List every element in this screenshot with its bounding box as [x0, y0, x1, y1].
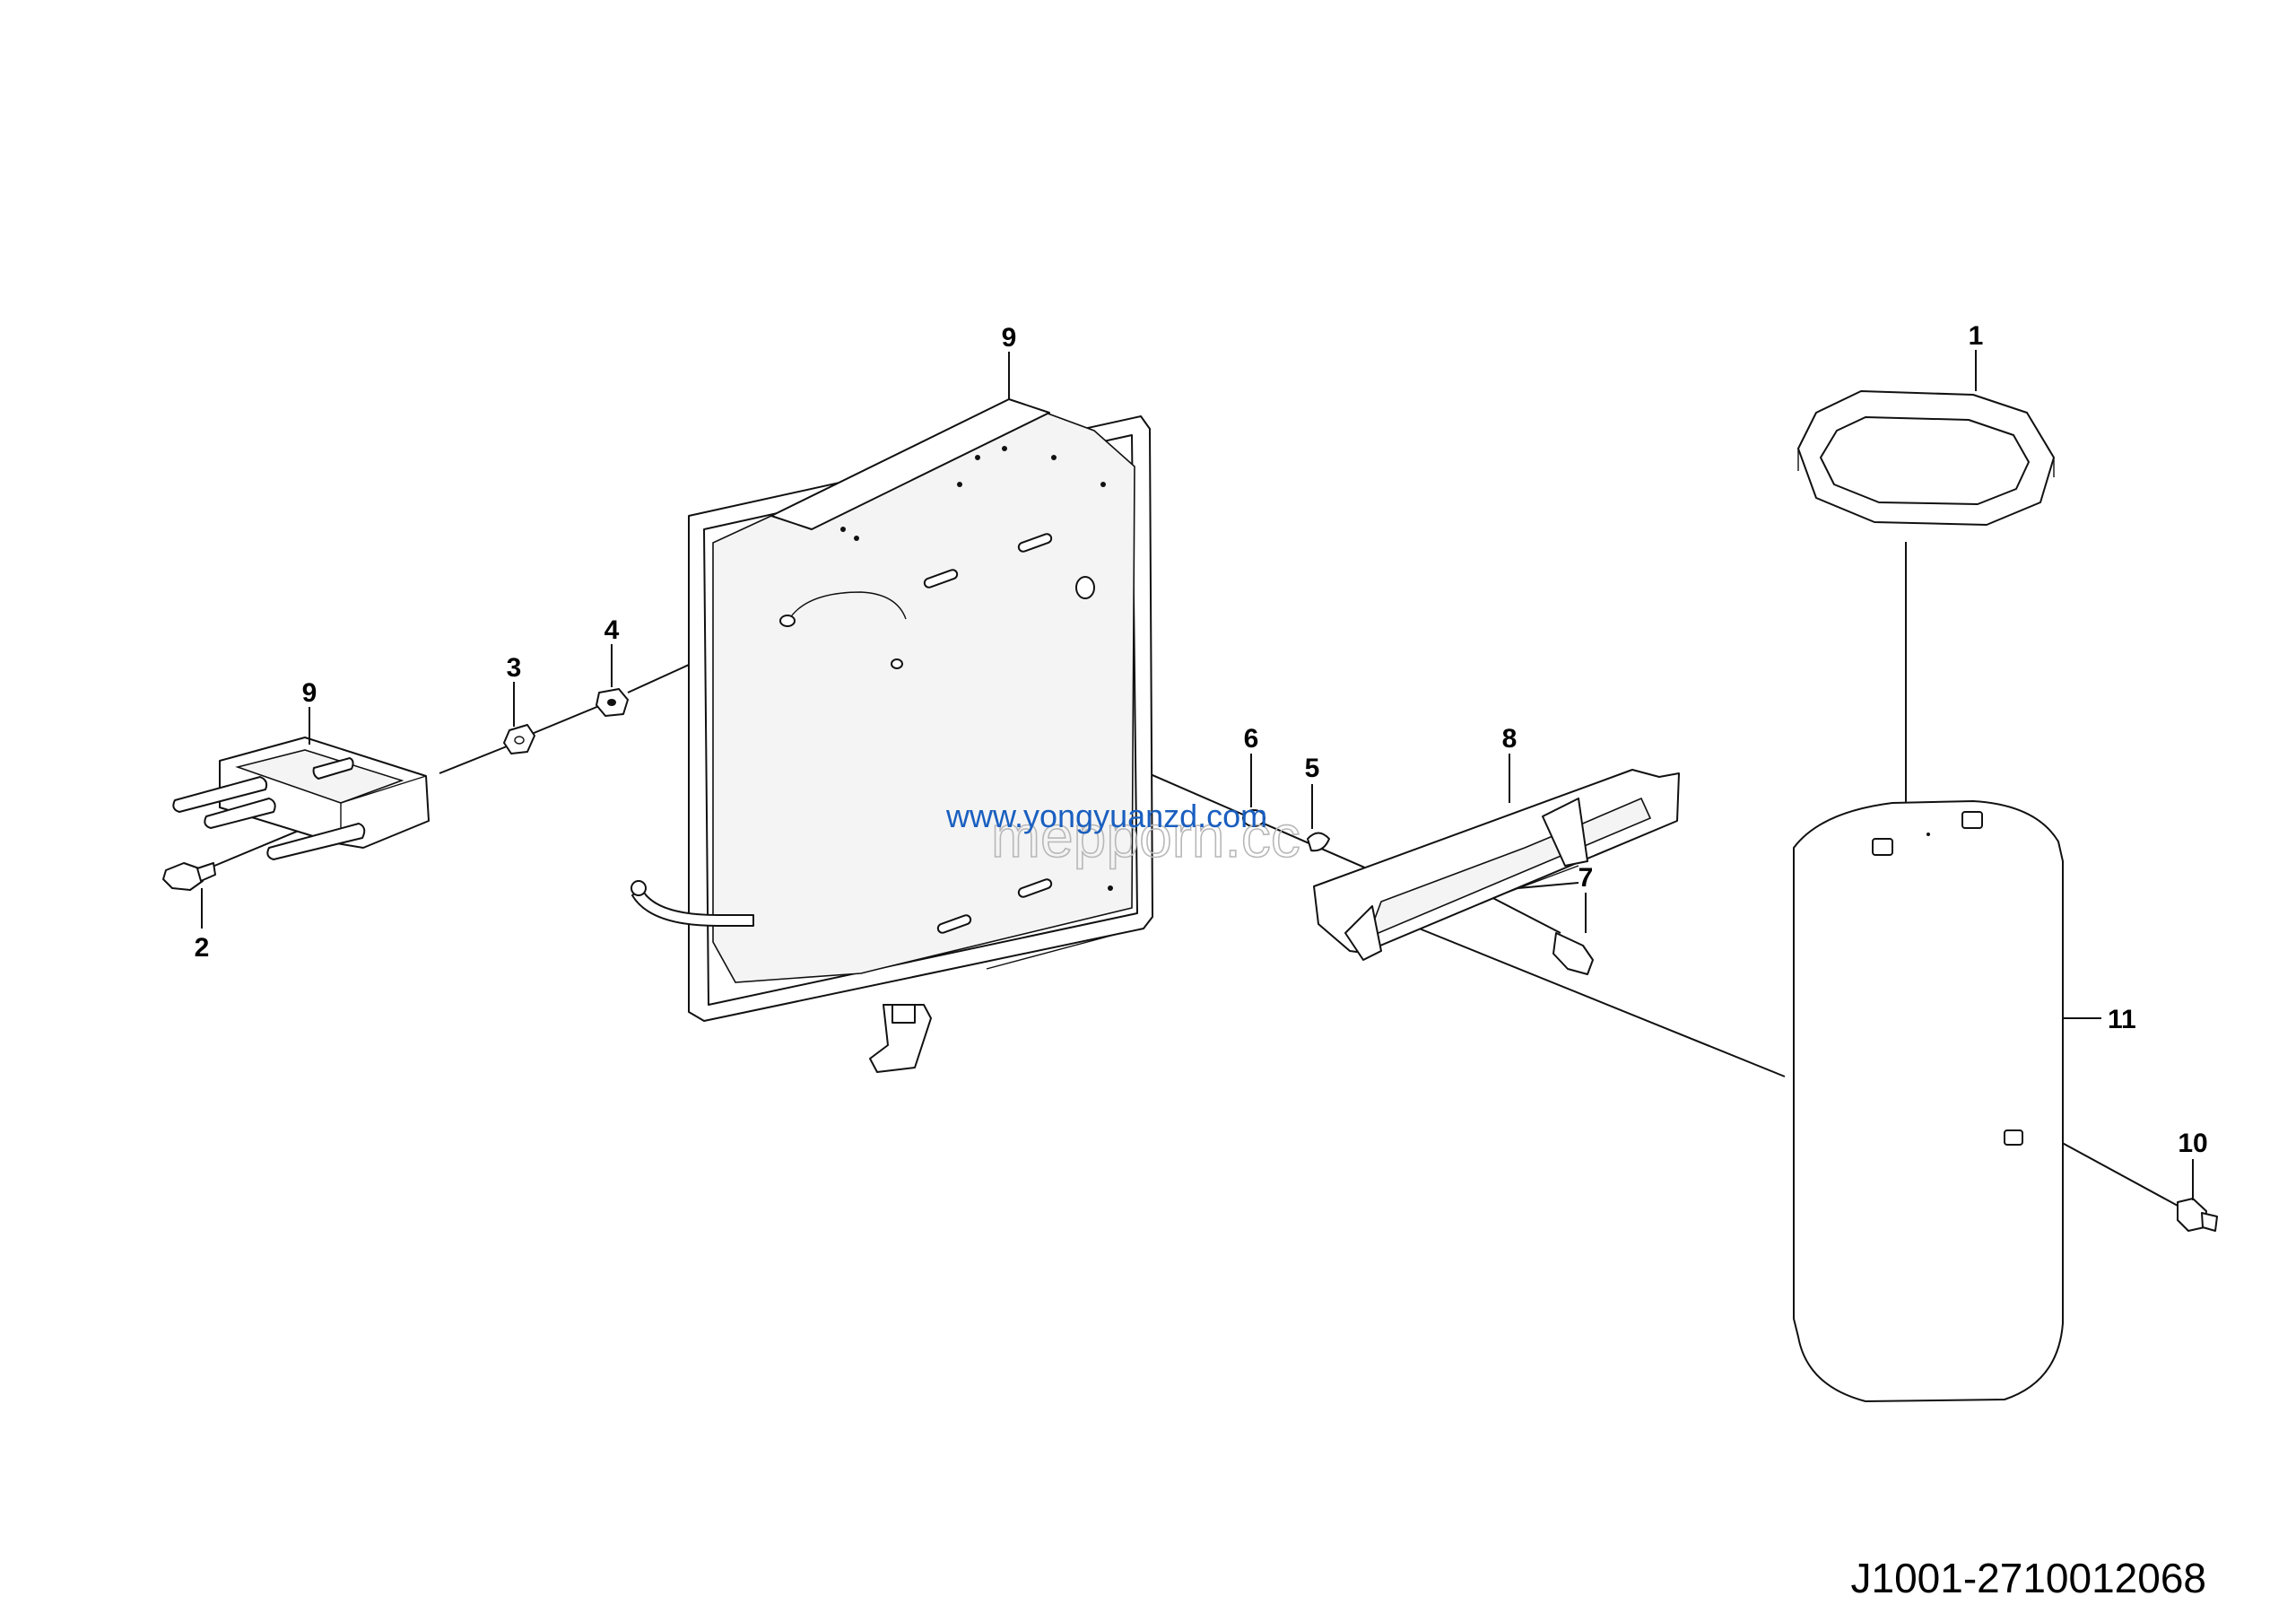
- control-panel-part-9: [631, 398, 1153, 1073]
- valve-part-10: [2177, 1198, 2218, 1232]
- callout-labels: 1 9 9 3 4 6 5 8 7 2 11 10: [195, 321, 2208, 1158]
- cylindrical-tank-part-11: [1793, 800, 2064, 1402]
- bracket-part-8: [1313, 769, 1680, 961]
- bolt-part-2: [162, 862, 216, 891]
- callout-2: 2: [195, 933, 210, 963]
- callout-11: 11: [2108, 1005, 2136, 1034]
- callout-1: 1: [1969, 321, 1984, 351]
- holder-part-9: [172, 737, 430, 860]
- callout-6: 6: [1244, 724, 1259, 754]
- callout-3: 3: [507, 653, 522, 683]
- callout-7: 7: [1578, 863, 1594, 893]
- bolt-part-7: [1552, 932, 1594, 975]
- callout-8: 8: [1502, 724, 1518, 754]
- drawing-number: J1001-2710012068: [1851, 1555, 2206, 1601]
- callout-leaders: [201, 350, 2194, 1200]
- watermark-url: www.yongyuanzd.com: [945, 798, 1267, 834]
- watermark-logo: mepporn.cc: [991, 803, 1300, 869]
- clip-part-5: [1307, 832, 1330, 852]
- watermark: mepporn.cc www.yongyuanzd.com: [945, 798, 1301, 870]
- washer-part-3: [503, 724, 535, 754]
- callout-9-panel: 9: [1002, 323, 1017, 353]
- callout-10: 10: [2178, 1129, 2207, 1158]
- octagonal-band-part-1: [1797, 390, 2055, 526]
- nut-part-4: [596, 688, 629, 717]
- clip-part-6: [1242, 809, 1265, 827]
- callout-9-holder: 9: [302, 678, 317, 708]
- callout-4: 4: [604, 615, 620, 645]
- callout-5: 5: [1305, 754, 1320, 783]
